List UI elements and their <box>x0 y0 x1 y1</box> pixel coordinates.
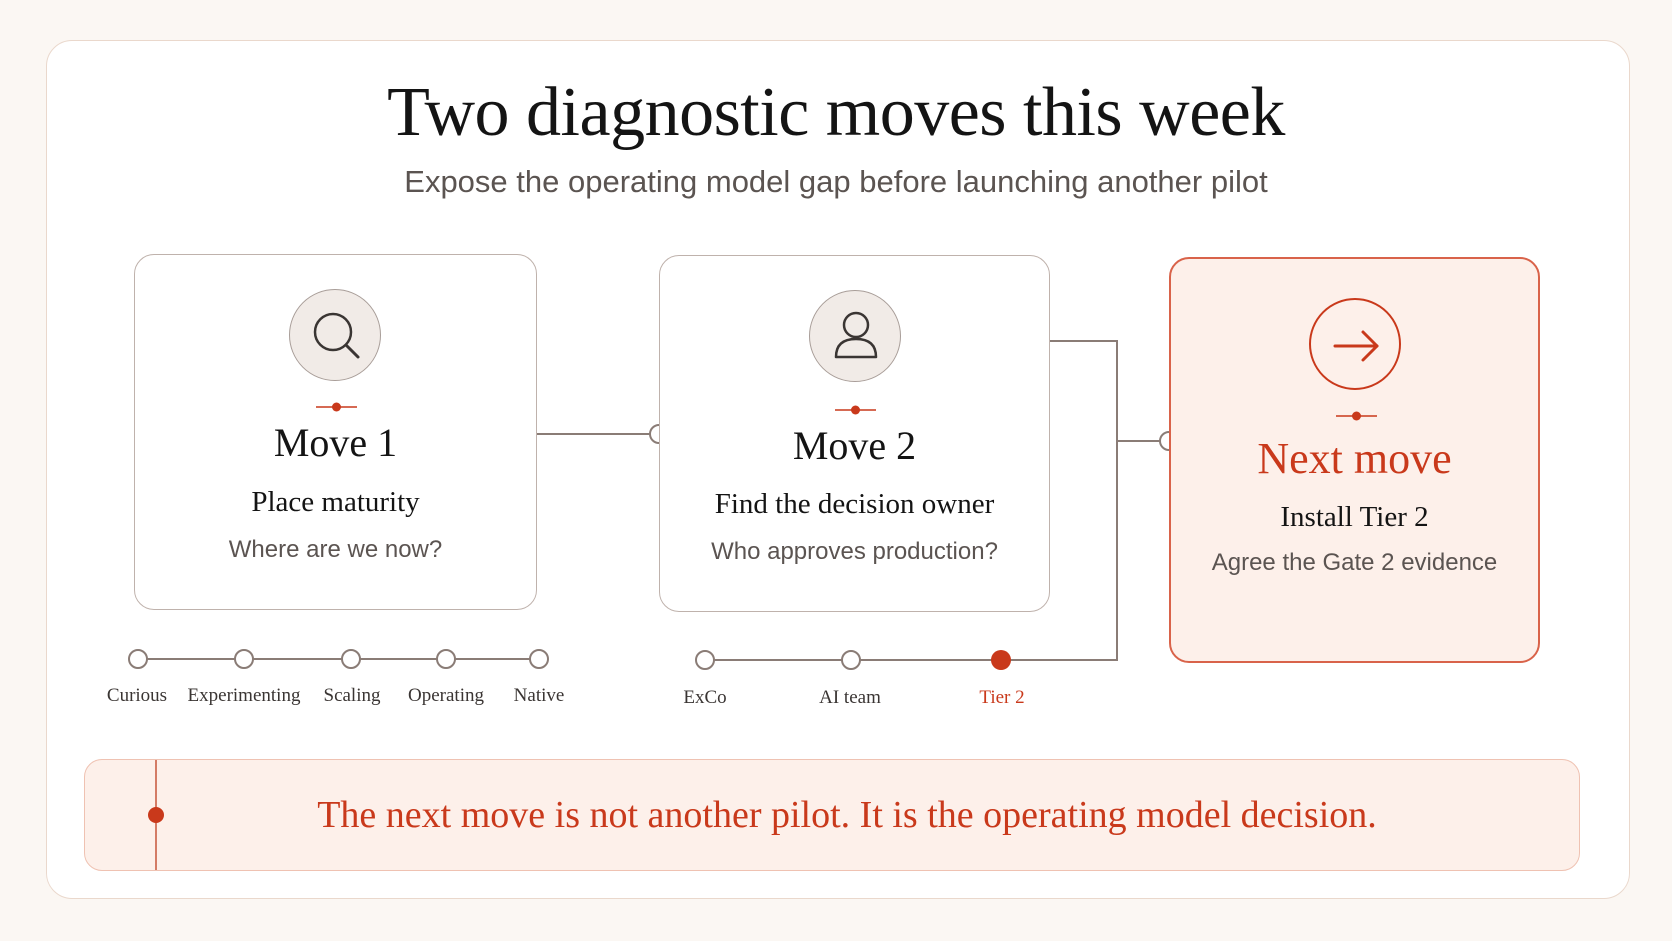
owner-step-tier2 <box>991 650 1011 670</box>
move-2-question: Who approves production? <box>711 538 998 565</box>
maturity-label-experimenting: Experimenting <box>187 685 301 706</box>
move-2-card: Move 2 Find the decision owner Who appro… <box>659 255 1050 612</box>
maturity-label-scaling: Scaling <box>323 685 381 706</box>
banner-text: The next move is not another pilot. It i… <box>317 794 1377 836</box>
search-icon <box>289 289 381 381</box>
owner-label-ai-team: AI team <box>819 687 881 708</box>
banner-accent-dot <box>148 807 164 823</box>
move-2-subheading: Find the decision owner <box>714 488 995 520</box>
page-subtitle: Expose the operating model gap before la… <box>404 164 1268 199</box>
arrow-right-icon <box>1309 298 1401 390</box>
accent-divider <box>835 405 876 415</box>
maturity-step-operating <box>436 649 456 669</box>
maturity-label-operating: Operating <box>408 685 484 706</box>
maturity-step-curious <box>128 649 148 669</box>
maturity-label-native: Native <box>513 685 565 706</box>
move-1-question: Where are we now? <box>228 536 443 563</box>
move-2-heading: Move 2 <box>792 423 917 468</box>
maturity-step-native <box>529 649 549 669</box>
page-title: Two diagnostic moves this week <box>387 74 1285 151</box>
move-1-heading: Move 1 <box>273 420 398 465</box>
next-move-card: Next move Install Tier 2 Agree the Gate … <box>1169 257 1540 663</box>
user-icon <box>809 290 901 382</box>
conclusion-banner: The next move is not another pilot. It i… <box>84 759 1580 871</box>
accent-divider <box>1336 411 1377 421</box>
owner-label-exco: ExCo <box>683 687 727 708</box>
maturity-step-scaling <box>341 649 361 669</box>
connector-move2-next <box>1001 340 1118 661</box>
accent-divider <box>316 402 357 412</box>
owner-step-ai-team <box>841 650 861 670</box>
next-move-subheading: Install Tier 2 <box>1280 501 1429 533</box>
owner-step-exco <box>695 650 715 670</box>
maturity-label-curious: Curious <box>106 685 168 706</box>
owner-label-tier2: Tier 2 <box>979 687 1025 708</box>
move-1-card: Move 1 Place maturity Where are we now? <box>134 254 537 610</box>
next-move-heading: Next move <box>1257 434 1452 483</box>
move-1-subheading: Place maturity <box>251 486 420 518</box>
maturity-step-experimenting <box>234 649 254 669</box>
next-move-question: Agree the Gate 2 evidence <box>1211 549 1498 576</box>
